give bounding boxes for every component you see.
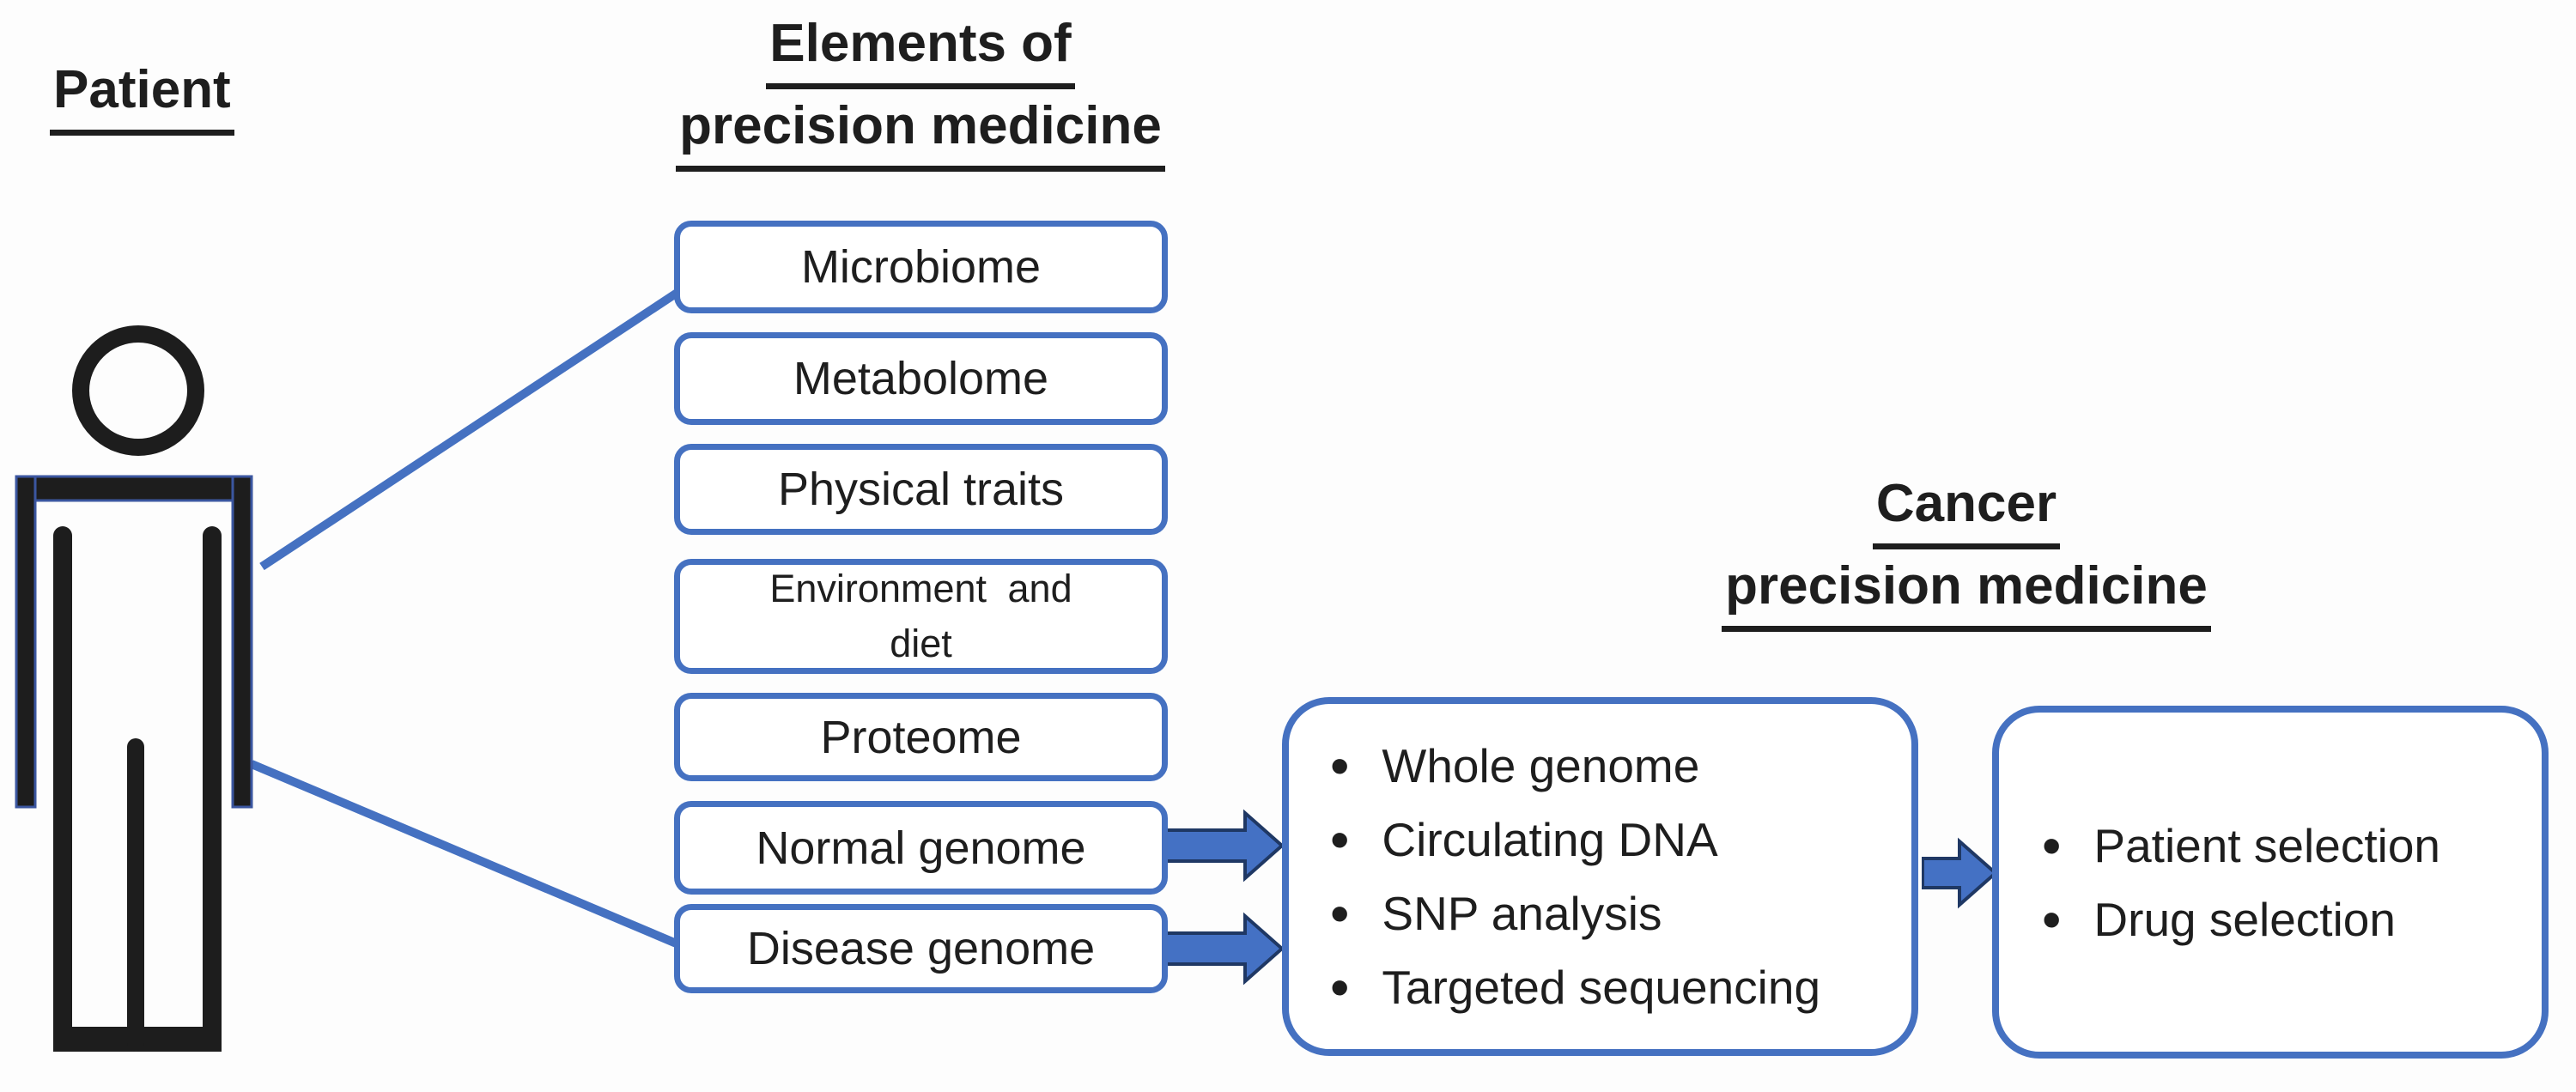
block-arrow-right-icon xyxy=(1922,837,1997,909)
list-item: • Drug selection xyxy=(2042,883,2542,956)
element-box-environment-diet: Environment and diet xyxy=(674,559,1168,674)
cancer-heading: Cancer precision medicine xyxy=(1709,467,2224,632)
connector-line-top xyxy=(259,288,681,571)
element-box-normal-genome: Normal genome xyxy=(674,801,1168,895)
elements-heading-line1: Elements of xyxy=(766,7,1075,89)
list-item-text: Targeted sequencing xyxy=(1382,961,1821,1014)
list-item: • Circulating DNA xyxy=(1330,803,1911,877)
list-item-text: Whole genome xyxy=(1382,739,1700,792)
connector-line-bottom xyxy=(250,760,680,949)
bullet-icon: • xyxy=(1330,735,1350,797)
element-box-label: Proteome xyxy=(820,711,1022,763)
bullet-icon: • xyxy=(2042,888,2062,950)
patient-heading: Patient xyxy=(50,53,234,136)
list-item-text: Patient selection xyxy=(2093,818,2440,872)
bullet-icon: • xyxy=(1330,883,1350,944)
element-box-label: Physical traits xyxy=(777,464,1065,515)
cancer-heading-line2: precision medicine xyxy=(1722,549,2211,632)
sequencing-methods-box: • Whole genome • Circulating DNA • SNP a… xyxy=(1282,697,1918,1056)
bullet-icon: • xyxy=(1330,956,1350,1018)
block-arrow-right-icon xyxy=(1161,809,1285,883)
element-box-label: Microbiome xyxy=(800,241,1042,293)
element-box-proteome: Proteome xyxy=(674,693,1168,781)
list-item: • Patient selection xyxy=(2042,809,2542,883)
element-box-metabolome: Metabolome xyxy=(674,332,1168,425)
element-box-microbiome: Microbiome xyxy=(674,221,1168,313)
element-box-label-line1: Environment and xyxy=(769,567,1072,610)
element-box-label: Normal genome xyxy=(756,822,1086,874)
element-box-disease-genome: Disease genome xyxy=(674,904,1168,993)
list-item: • Targeted sequencing xyxy=(1330,950,1911,1024)
patient-heading-text: Patient xyxy=(50,53,234,136)
list-item: • Whole genome xyxy=(1330,729,1911,803)
bullet-icon: • xyxy=(2042,814,2062,877)
list-item-text: SNP analysis xyxy=(1382,887,1662,940)
list-item-text: Drug selection xyxy=(2093,892,2396,946)
element-box-label: Metabolome xyxy=(793,353,1049,404)
selection-outcome-box: • Patient selection • Drug selection xyxy=(1992,706,2549,1059)
elements-heading-line2: precision medicine xyxy=(676,89,1165,172)
bullet-icon: • xyxy=(1330,809,1350,871)
block-arrow-right-icon xyxy=(1161,912,1285,986)
cancer-heading-line1: Cancer xyxy=(1872,467,2061,549)
element-box-label: Disease genome xyxy=(746,923,1096,974)
element-box-physical-traits: Physical traits xyxy=(674,444,1168,535)
element-box-label-line2: diet xyxy=(890,622,952,665)
person-icon xyxy=(15,325,253,1052)
elements-heading: Elements of precision medicine xyxy=(663,7,1178,172)
list-item: • SNP analysis xyxy=(1330,877,1911,950)
list-item-text: Circulating DNA xyxy=(1382,813,1718,866)
